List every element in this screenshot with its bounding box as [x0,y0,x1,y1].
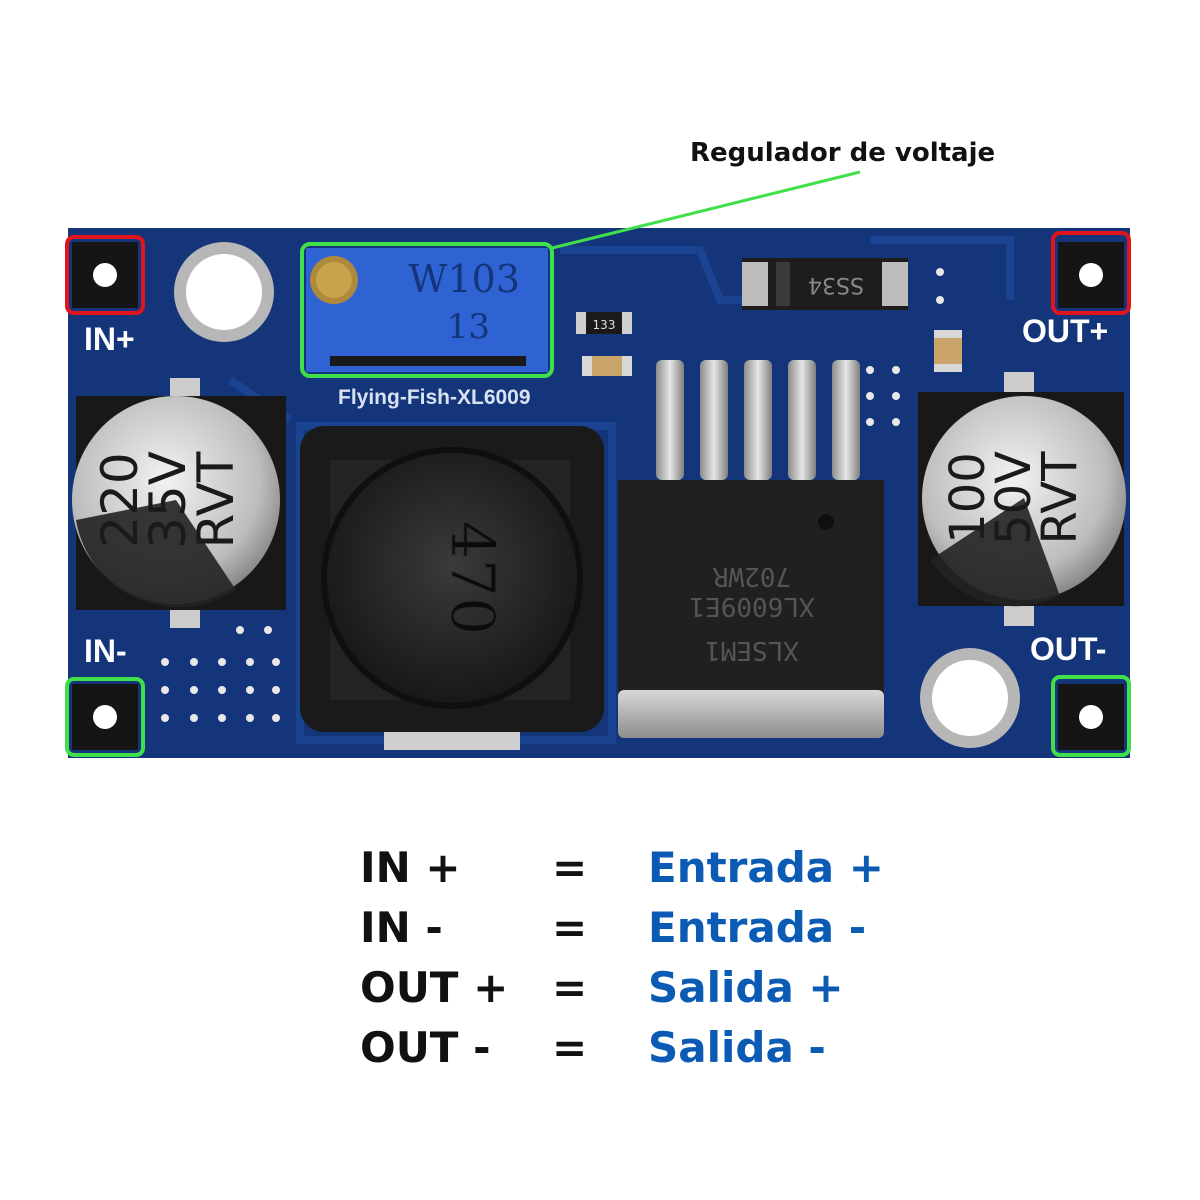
pad-in-minus [72,684,138,750]
label-out-minus: OUT- [1030,631,1106,667]
inductor: 470 [300,426,604,750]
legend: IN + = Entrada + IN - = Entrada - OUT + … [360,838,920,1078]
legend-equals: = [552,903,588,952]
via-dots [161,268,944,722]
legend-row: IN - = Entrada - [360,898,920,958]
pad-out-minus [1058,684,1124,750]
capacitor-in-marking-3: RVT [187,451,245,548]
highlight-potentiometer [300,242,554,378]
legend-meaning: Salida + [648,963,844,1012]
capacitor-in-marking-1: 220 [91,452,149,547]
smd-capacitor-small [582,356,632,376]
callout-label: Regulador de voltaje [690,138,996,168]
potentiometer-marking-1: W103 [408,257,520,301]
legend-meaning: Entrada + [648,843,884,892]
label-in-minus: IN- [84,633,127,669]
ic-marking-1: 702WR [713,561,792,591]
potentiometer-marking-2: 13 [447,307,490,347]
label-in-plus: IN+ [84,321,135,357]
legend-row: OUT + = Salida + [360,958,920,1018]
pad-out-plus [1058,242,1124,308]
mounting-hole-bottom [920,648,1020,748]
smd-resistor: 133 [576,312,632,334]
ic-marking-2: XL6009E1 [689,591,814,621]
legend-term: IN - [360,903,443,952]
ic-marking-3: XLSEM1 [705,635,799,665]
legend-term: IN + [360,843,461,892]
legend-equals: = [552,843,588,892]
pad-in-plus [72,242,138,308]
highlight-in-minus [65,677,145,757]
diode-marking: SS34 [808,272,864,297]
highlight-in-plus [65,235,145,315]
legend-term: OUT + [360,963,509,1012]
legend-row: OUT - = Salida - [360,1018,920,1078]
capacitor-in-marking-2: 35V [139,451,197,549]
label-out-plus: OUT+ [1022,313,1108,349]
smd-capacitor-right [934,330,962,372]
legend-meaning: Salida - [648,1023,826,1072]
potentiometer: W103 13 [306,248,548,372]
diode: SS34 [742,258,908,310]
capacitor-out-marking-2: 50V [986,451,1042,545]
mounting-hole-top [174,242,274,342]
legend-term: OUT - [360,1023,491,1072]
legend-equals: = [552,963,588,1012]
inductor-marking: 470 [437,521,507,636]
capacitor-out-marking-1: 100 [940,452,996,544]
legend-equals: = [552,1023,588,1072]
capacitor-out: 100 50V RVT [918,372,1126,626]
legend-meaning: Entrada - [648,903,867,952]
label-model: Flying-Fish-XL6009 [338,386,531,409]
highlight-out-minus [1051,675,1131,757]
capacitor-in: 220 35V RVT [72,378,286,628]
callout-line [551,170,861,250]
capacitor-out-marking-3: RVT [1032,451,1088,545]
legend-row: IN + = Entrada + [360,838,920,898]
ic-regulator: 702WR XL6009E1 XLSEM1 [618,360,884,738]
resistor-marking: 133 [593,318,616,332]
highlight-out-plus [1051,231,1131,315]
